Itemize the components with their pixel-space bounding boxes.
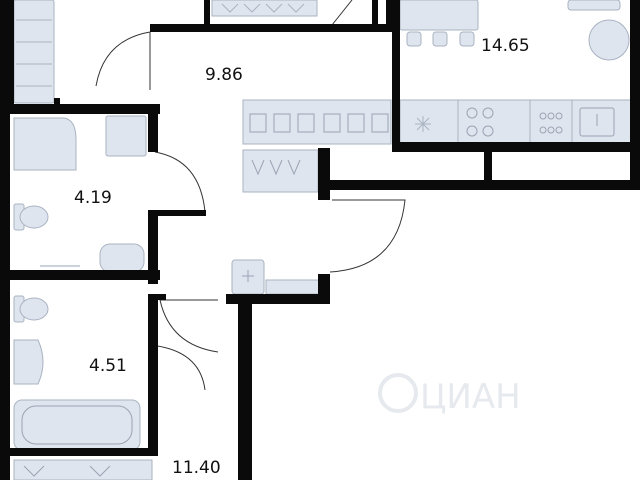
door-bath-bottom-2 bbox=[149, 344, 206, 391]
chair bbox=[406, 31, 422, 47]
sink-icon bbox=[99, 243, 145, 273]
watermark-text: ЦИАН bbox=[420, 377, 521, 417]
mirror bbox=[105, 115, 147, 157]
sink-icon bbox=[579, 107, 615, 137]
wardrobe-top bbox=[211, 0, 318, 17]
door-bath-top bbox=[154, 151, 206, 213]
oven-icon bbox=[539, 112, 563, 134]
chair bbox=[459, 31, 475, 47]
shower-tray bbox=[13, 117, 77, 171]
snowflake-icon bbox=[415, 116, 431, 132]
toilet-icon bbox=[13, 203, 49, 231]
wardrobe-left bbox=[13, 0, 55, 104]
door-room-right bbox=[329, 199, 406, 273]
round-table bbox=[588, 19, 630, 61]
room-area-bathroom-top: 4.19 bbox=[74, 188, 112, 208]
room-area-room-bottom: 11.40 bbox=[172, 458, 221, 478]
room-area-hall: 9.86 bbox=[205, 65, 243, 85]
door-bath-bottom bbox=[159, 299, 219, 353]
fixtures bbox=[13, 0, 633, 480]
dining-table bbox=[399, 0, 479, 31]
sink-icon bbox=[13, 339, 44, 385]
toilet-icon bbox=[13, 295, 49, 323]
watermark: ЦИАН bbox=[378, 373, 521, 417]
sofa bbox=[567, 0, 621, 11]
bottom-cabinet bbox=[13, 459, 153, 480]
room-labels: 14.65 9.86 4.19 4.51 11.40 bbox=[74, 36, 530, 478]
chair bbox=[432, 31, 448, 47]
hall-cabinet bbox=[242, 99, 392, 145]
stove-icon bbox=[466, 107, 494, 137]
hall-wardrobe bbox=[242, 149, 319, 193]
kitchen-counter bbox=[399, 99, 633, 145]
room-area-bathroom-bottom: 4.51 bbox=[89, 356, 127, 376]
shoe-rack bbox=[265, 279, 323, 295]
room-area-kitchen: 14.65 bbox=[481, 36, 530, 56]
door-kitchen bbox=[95, 31, 151, 87]
bathtub-icon bbox=[13, 399, 141, 451]
